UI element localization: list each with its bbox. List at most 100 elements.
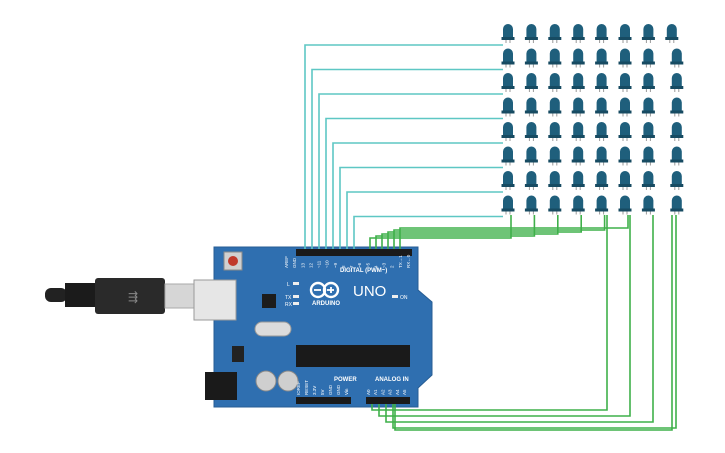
led[interactable]	[501, 48, 515, 68]
led[interactable]	[595, 122, 609, 141]
led[interactable]	[670, 171, 684, 190]
led[interactable]	[641, 24, 655, 43]
row-wire[interactable]	[304, 44, 503, 249]
led[interactable]	[595, 146, 609, 166]
led[interactable]	[524, 73, 538, 92]
led[interactable]	[595, 195, 609, 215]
arduino-board[interactable]: UNO ARDUINO DIGITAL (PWM~) POWER ANALOG …	[193, 246, 433, 408]
led[interactable]	[501, 195, 515, 215]
led[interactable]	[670, 73, 684, 92]
led[interactable]	[641, 195, 655, 215]
row-wire[interactable]	[318, 93, 503, 249]
led[interactable]	[595, 48, 609, 68]
led-l-label: L	[287, 282, 290, 288]
led[interactable]	[548, 195, 562, 215]
led[interactable]	[670, 97, 684, 117]
led[interactable]	[501, 146, 515, 166]
column-wire[interactable]	[393, 215, 606, 249]
led[interactable]	[548, 122, 562, 141]
column-wire[interactable]	[385, 215, 654, 423]
led[interactable]	[571, 73, 585, 92]
column-wire[interactable]	[371, 215, 608, 411]
led[interactable]	[524, 24, 538, 43]
led[interactable]	[595, 97, 609, 117]
row-wire[interactable]	[346, 191, 503, 249]
led[interactable]	[595, 24, 609, 43]
led[interactable]	[548, 48, 562, 68]
led[interactable]	[665, 24, 679, 43]
led[interactable]	[524, 195, 538, 215]
led[interactable]	[618, 48, 632, 68]
column-wire[interactable]	[394, 215, 673, 431]
led[interactable]	[618, 122, 632, 141]
column-wire[interactable]	[375, 215, 536, 249]
led[interactable]	[618, 146, 632, 166]
usb-cable[interactable]: ⇶	[45, 278, 196, 314]
capacitor-2	[277, 370, 299, 392]
led[interactable]	[548, 146, 562, 166]
led[interactable]	[641, 171, 655, 190]
led[interactable]	[501, 97, 515, 117]
led[interactable]	[618, 24, 632, 43]
column-wire[interactable]	[381, 215, 559, 249]
wires[interactable]	[304, 44, 677, 431]
led[interactable]	[670, 146, 684, 166]
led[interactable]	[548, 73, 562, 92]
on-label: ON	[400, 295, 408, 301]
led[interactable]	[501, 122, 515, 141]
led-rx	[293, 302, 299, 305]
led[interactable]	[571, 48, 585, 68]
led[interactable]	[571, 97, 585, 117]
led[interactable]	[571, 24, 585, 43]
led[interactable]	[618, 195, 632, 215]
led[interactable]	[595, 73, 609, 92]
led[interactable]	[641, 146, 655, 166]
led[interactable]	[641, 48, 655, 68]
led[interactable]	[670, 122, 684, 141]
arduino-logo-icon	[309, 281, 340, 299]
led[interactable]	[524, 171, 538, 190]
led[interactable]	[501, 73, 515, 92]
led[interactable]	[524, 97, 538, 117]
column-wire[interactable]	[392, 215, 677, 429]
led[interactable]	[548, 97, 562, 117]
led[interactable]	[595, 171, 609, 190]
led[interactable]	[618, 97, 632, 117]
column-wire[interactable]	[399, 215, 629, 249]
led[interactable]	[571, 171, 585, 190]
led[interactable]	[670, 48, 684, 68]
led[interactable]	[548, 24, 562, 43]
row-wire[interactable]	[353, 215, 503, 250]
led-matrix[interactable]	[501, 24, 684, 215]
column-wire[interactable]	[369, 215, 512, 249]
board-outline	[213, 246, 433, 408]
column-wire[interactable]	[387, 215, 583, 249]
led[interactable]	[641, 122, 655, 141]
led[interactable]	[571, 122, 585, 141]
led[interactable]	[618, 171, 632, 190]
led[interactable]	[501, 171, 515, 190]
column-wire[interactable]	[378, 215, 631, 417]
digital-pin-label: ~10	[325, 260, 330, 268]
led[interactable]	[670, 195, 684, 215]
row-wire[interactable]	[325, 117, 503, 250]
led[interactable]	[571, 195, 585, 215]
led[interactable]	[524, 122, 538, 141]
led[interactable]	[524, 146, 538, 166]
digital-pin-label: ~3	[382, 262, 387, 268]
led[interactable]	[548, 171, 562, 190]
row-wire[interactable]	[311, 68, 503, 250]
led[interactable]	[641, 73, 655, 92]
row-wire[interactable]	[339, 166, 503, 250]
row-wire[interactable]	[332, 142, 503, 249]
analog-pin-label: A4	[395, 389, 400, 395]
led[interactable]	[571, 146, 585, 166]
analog-pin-label: A2	[380, 389, 385, 395]
led[interactable]	[641, 97, 655, 117]
led[interactable]	[501, 24, 515, 43]
led[interactable]	[618, 73, 632, 92]
usb-cable-boot	[65, 283, 95, 307]
led[interactable]	[524, 48, 538, 68]
digital-pin-label: 4	[373, 265, 378, 268]
